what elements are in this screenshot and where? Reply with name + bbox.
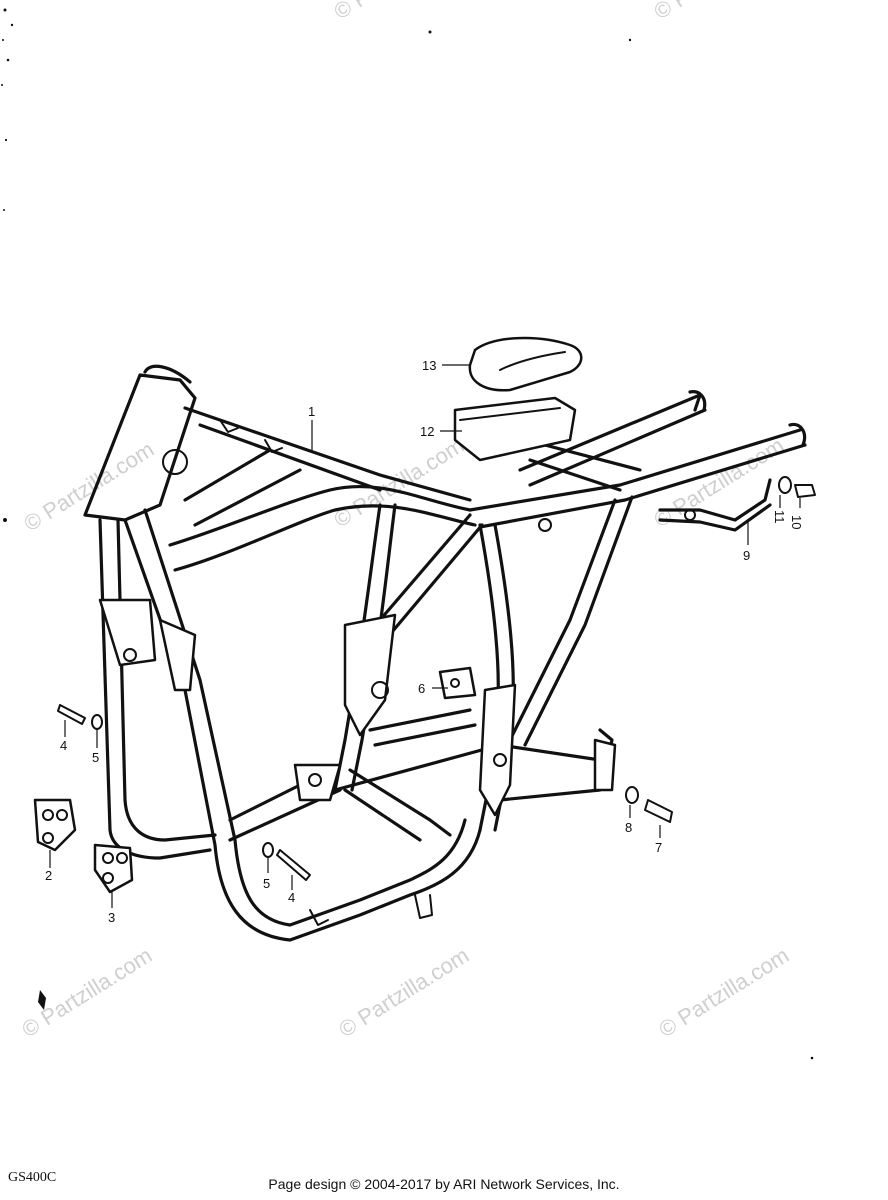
watermark: © Partzilla.com xyxy=(649,0,788,24)
diagram-code: GS400C xyxy=(8,1170,57,1185)
watermark: © Partzilla.com xyxy=(19,436,158,536)
callout-4: 4 xyxy=(60,738,67,753)
watermark: © Partzilla.com xyxy=(17,942,156,1042)
callout-11: 11 xyxy=(772,510,787,524)
callout-6: 6 xyxy=(418,681,425,696)
watermark: © Partzilla.com xyxy=(334,942,473,1042)
callout-2: 2 xyxy=(45,868,52,883)
callout-3: 3 xyxy=(108,910,115,925)
callout-5: 5 xyxy=(92,750,99,765)
callout-10: 10 xyxy=(789,515,804,529)
callout-4b: 4 xyxy=(288,890,295,905)
footrest-bar xyxy=(658,478,772,532)
page-footer: Page design © 2004-2017 by ARI Network S… xyxy=(268,1176,620,1192)
callout-1: 1 xyxy=(308,404,315,419)
callout-labels: 1 2 3 4 5 6 7 8 9 10 11 12 13 4 5 xyxy=(45,358,804,925)
watermark: © Partzilla.com xyxy=(649,432,788,532)
callout-13: 13 xyxy=(422,358,436,373)
battery-case-parts xyxy=(453,336,583,462)
callout-7: 7 xyxy=(655,840,662,855)
loose-parts xyxy=(33,476,816,894)
callout-8: 8 xyxy=(625,820,632,835)
watermark: © Partzilla.com xyxy=(654,942,793,1042)
callout-12: 12 xyxy=(420,424,434,439)
callout-9: 9 xyxy=(743,548,750,563)
watermark: © Partzilla.com xyxy=(329,0,468,24)
motorcycle-frame xyxy=(83,364,807,942)
callout-5b: 5 xyxy=(263,876,270,891)
leader-lines xyxy=(49,364,801,908)
scan-artifacts xyxy=(1,8,814,1060)
